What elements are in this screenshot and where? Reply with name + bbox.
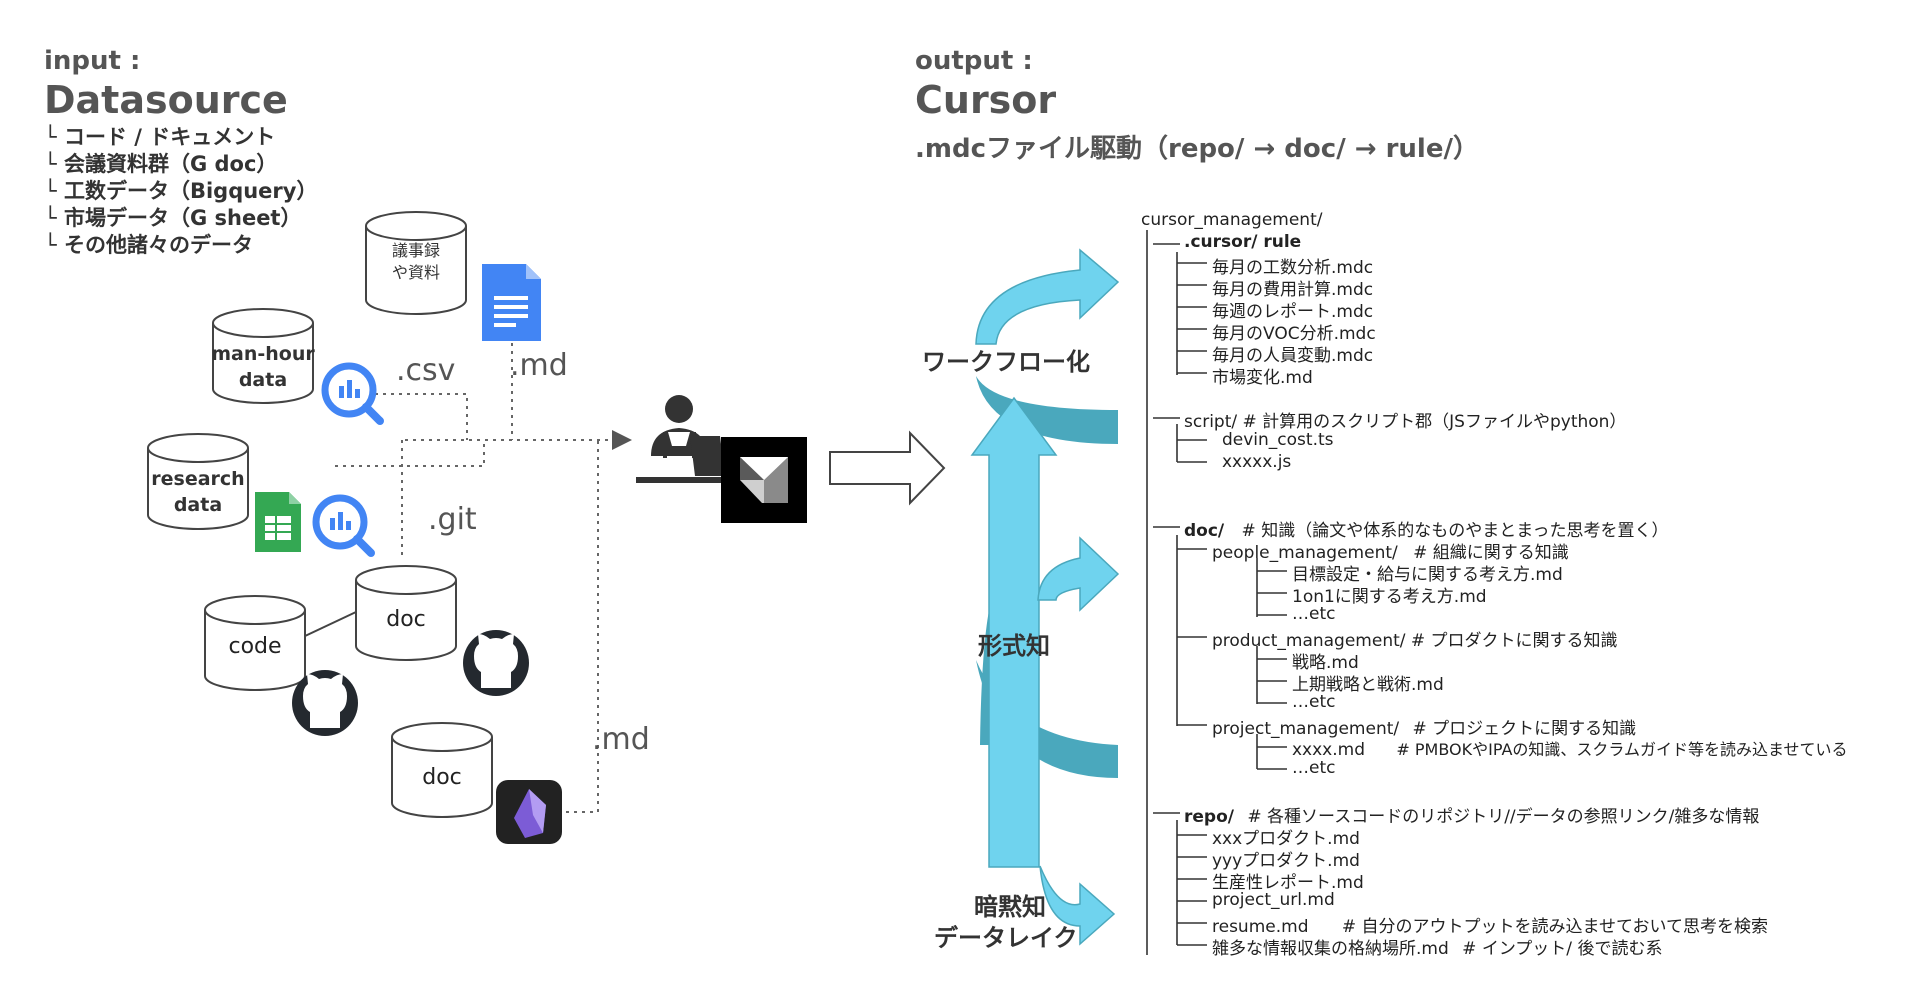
tree-repo-comment: # 各種ソースコードのリポジトリ//データの参照リンク/雑多な情報 [1247, 807, 1760, 827]
input-label: input : [44, 46, 141, 76]
tree-doc-dir: doc/ # 知識（論文や体系的なものやまとまった思考を置く） [1184, 516, 1669, 541]
edge-label-git: .git [428, 502, 477, 537]
tree-script-file: xxxxx.js [1222, 452, 1292, 472]
tree-product-dir-name: product_management/ [1212, 631, 1406, 651]
cylinder-research-label: research data [151, 468, 245, 516]
person-laptop-icon [636, 395, 728, 483]
tree-doc-dir-name: doc/ [1184, 521, 1225, 541]
tree-misc-file: 雑多な情報収集の格納場所.md # インプット/ 後で読む系 [1212, 934, 1662, 959]
google-sheets-icon [255, 492, 301, 552]
datasource-item: └ コード / ドキュメント [44, 125, 276, 149]
label-workflow: ワークフロー化 [922, 348, 1090, 376]
tree-repo-file: xxxプロダクト.md [1212, 829, 1360, 849]
tree-rule-file: 市場変化.md [1212, 368, 1313, 388]
tree-lines [1146, 230, 1287, 955]
tree-rule-file: 毎月の費用計算.mdc [1212, 280, 1374, 300]
tree-project-dir-name: project_management/ [1212, 719, 1400, 739]
tree-resume-comment: # 自分のアウトプットを読み込ませておいて思考を検索 [1341, 917, 1769, 937]
cylinder-doc1-label: doc [386, 607, 426, 632]
tree-misc-file-name: 雑多な情報収集の格納場所.md [1212, 939, 1449, 959]
edge-label-md-bottom: .md [592, 722, 650, 757]
tree-script-file: devin_cost.ts [1222, 430, 1334, 450]
tree-repo-file: yyyプロダクト.md [1212, 851, 1360, 871]
tree-script-dir-name: script/ [1184, 412, 1238, 432]
input-title: Datasource [44, 78, 288, 122]
tree-resume-file: resume.md # 自分のアウトプットを読み込ませておいて思考を検索 [1212, 912, 1768, 937]
cylinder-minutes-label: 議事録 や資料 [391, 241, 440, 282]
output-subtitle: .mdcファイル駆動（repo/ → doc/ → rule/） [915, 134, 1479, 164]
tree-repo-dir-name: repo/ [1184, 807, 1234, 827]
label-formal-knowledge: 形式知 [978, 632, 1050, 660]
label-datalake: データレイク [934, 924, 1078, 952]
tree-project-comment: # プロジェクトに関する知識 [1412, 719, 1637, 739]
bigquery-icon [321, 362, 384, 425]
tree-product-file: …etc [1292, 692, 1336, 712]
tree-product-file: 上期戦略と戦術.md [1292, 675, 1444, 695]
tree-repo-file: project_url.md [1212, 890, 1335, 910]
bigquery-icon [312, 494, 375, 557]
tree-people-comment: # 組織に関する知識 [1413, 543, 1569, 563]
github-icon [463, 630, 529, 696]
obsidian-icon [496, 780, 562, 844]
tree-rule-file: 毎週のレポート.mdc [1212, 302, 1374, 322]
tree-project-dir: project_management/ # プロジェクトに関する知識 [1212, 714, 1636, 739]
tree-rule-file: 毎月の人員変動.mdc [1212, 346, 1374, 366]
knowledge-flow-arrows [970, 248, 1120, 946]
tree-people-file: …etc [1292, 604, 1336, 624]
hollow-arrow-icon [829, 430, 946, 506]
tree-doc-comment: # 知識（論文や体系的なものやまとまった思考を置く） [1241, 521, 1669, 541]
cylinder-doc1 [355, 565, 457, 661]
output-label: output : [915, 46, 1033, 76]
edge-label-md-top: .md [510, 348, 568, 383]
output-title: Cursor [915, 78, 1057, 122]
edge-label-csv: .csv [396, 353, 456, 388]
cylinder-code [204, 595, 306, 691]
tree-root: cursor_management/ [1141, 210, 1323, 230]
datasource-list: └ コード / ドキュメント └ 会議資料群（G doc） └ 工数データ（Bi… [44, 124, 317, 259]
tree-project-file: xxxx.md # PMBOKやIPAの知識、スクラムガイド等を読み込ませている [1292, 736, 1847, 760]
flow-lines [335, 335, 632, 813]
google-docs-icon [482, 264, 541, 341]
cylinder-minutes [365, 211, 467, 315]
tree-product-dir: product_management/ # プロダクトに関する知識 [1212, 626, 1618, 651]
tree-script-dir: script/ # 計算用のスクリプト郡（JSファイルやpython） [1184, 407, 1626, 432]
tree-repo-dir: repo/ # 各種ソースコードのリポジトリ//データの参照リンク/雑多な情報 [1184, 802, 1759, 827]
tree-cursor-rule: .cursor/ rule [1184, 232, 1302, 252]
cylinder-doc2-label: doc [422, 765, 462, 790]
datasource-item: └ 会議資料群（G doc） [44, 152, 278, 176]
datasource-item: └ 工数データ（Bigquery） [44, 179, 318, 203]
tree-project-file-name: xxxx.md [1292, 740, 1365, 760]
cylinder-manhour-label: man-hour data [211, 343, 315, 391]
tree-rule-file: 毎月のVOC分析.mdc [1212, 324, 1376, 344]
github-icon [292, 670, 358, 736]
datasource-item: └ 市場データ（G sheet） [44, 206, 302, 230]
tree-project-file: …etc [1292, 758, 1336, 778]
tree-people-dir-name: people_management/ [1212, 543, 1398, 563]
tree-misc-comment: # インプット/ 後で読む系 [1462, 939, 1663, 959]
tree-script-comment: # 計算用のスクリプト郡（JSファイルやpython） [1242, 412, 1627, 432]
cylinder-doc2 [391, 722, 493, 818]
cylinder-research [147, 433, 249, 530]
tree-people-file: 1on1に関する考え方.md [1292, 587, 1487, 607]
tree-product-file: 戦略.md [1292, 653, 1359, 673]
tree-people-dir: people_management/ # 組織に関する知識 [1212, 538, 1569, 563]
tree-project-file-comment: # PMBOKやIPAの知識、スクラムガイド等を読み込ませている [1396, 740, 1848, 759]
cylinder-manhour [212, 308, 314, 404]
code-doc-link [304, 611, 357, 637]
tree-product-comment: # プロダクトに関する知識 [1410, 631, 1618, 651]
datasource-item: └ その他諸々のデータ [44, 233, 253, 257]
tree-resume-file-name: resume.md [1212, 917, 1309, 937]
tree-people-file: 目標設定・給与に関する考え方.md [1292, 565, 1563, 585]
label-tacit-knowledge: 暗黙知 [974, 893, 1046, 921]
cursor-logo-icon [721, 437, 807, 523]
cylinder-code-label: code [228, 634, 282, 659]
tree-repo-file: 生産性レポート.md [1212, 873, 1364, 893]
tree-rule-file: 毎月の工数分析.mdc [1212, 258, 1374, 278]
